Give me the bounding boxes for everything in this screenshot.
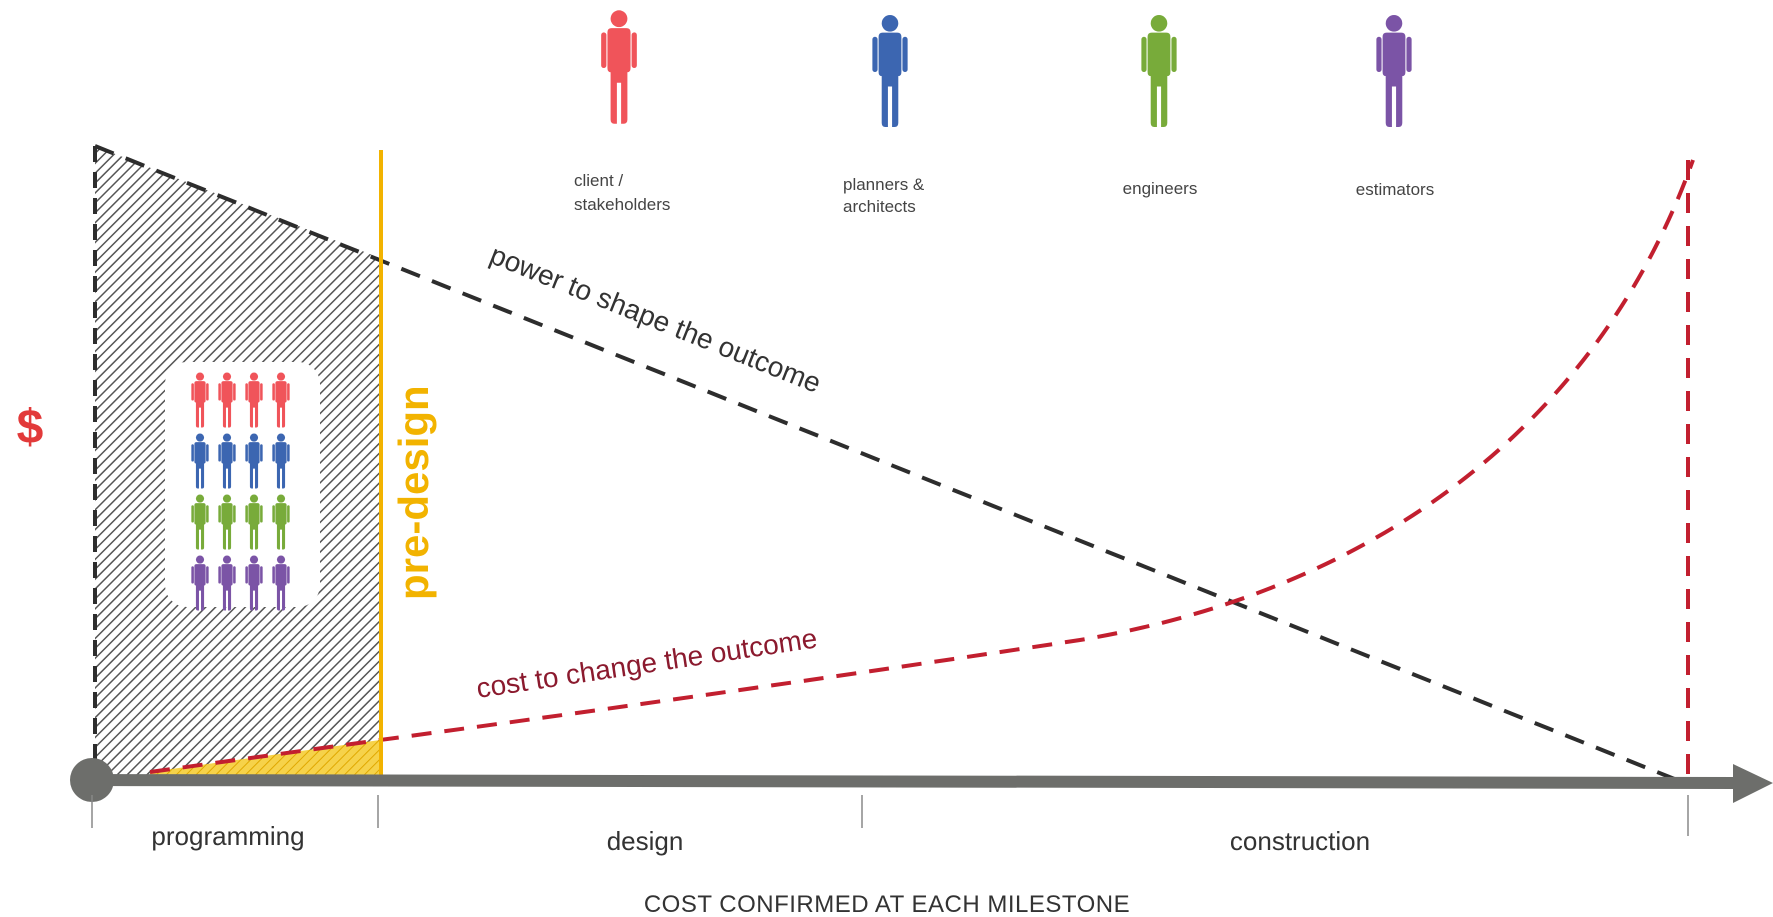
role-client-label-line2: stakeholders (574, 195, 670, 214)
role-planners: planners & architects (843, 15, 925, 216)
cost-curve (149, 159, 1695, 774)
planners-person-icon (872, 15, 908, 127)
timeline-axis (91, 774, 1736, 789)
power-curve-label: power to shape the outcome (486, 239, 826, 399)
estimators-person-icon (1376, 15, 1412, 127)
power-curve (94, 144, 1683, 784)
timeline-arrowhead (1733, 764, 1773, 803)
role-client: client / stakeholders (574, 10, 670, 214)
phase-label-design: design (607, 826, 684, 856)
cost-curve-label: cost to change the outcome (474, 622, 819, 704)
team-card (165, 362, 320, 607)
timeline-start-dot (70, 758, 114, 802)
predesign-label: pre-design (390, 385, 437, 600)
role-planners-label-line2: architects (843, 197, 916, 216)
role-client-label-line1: client / (574, 171, 623, 190)
client-person-icon (601, 10, 637, 124)
phase-label-construction: construction (1230, 826, 1370, 856)
role-planners-label-line1: planners & (843, 175, 925, 194)
engineers-person-icon (1141, 15, 1177, 127)
role-engineers: engineers (1123, 15, 1198, 198)
role-engineers-label: engineers (1123, 179, 1198, 198)
role-estimators: estimators (1356, 15, 1434, 199)
phase-label-programming: programming (151, 821, 304, 851)
axis-caption: COST CONFIRMED AT EACH MILESTONE (644, 891, 1130, 917)
role-estimators-label: estimators (1356, 180, 1434, 199)
y-axis-dollar-symbol: $ (17, 401, 44, 454)
